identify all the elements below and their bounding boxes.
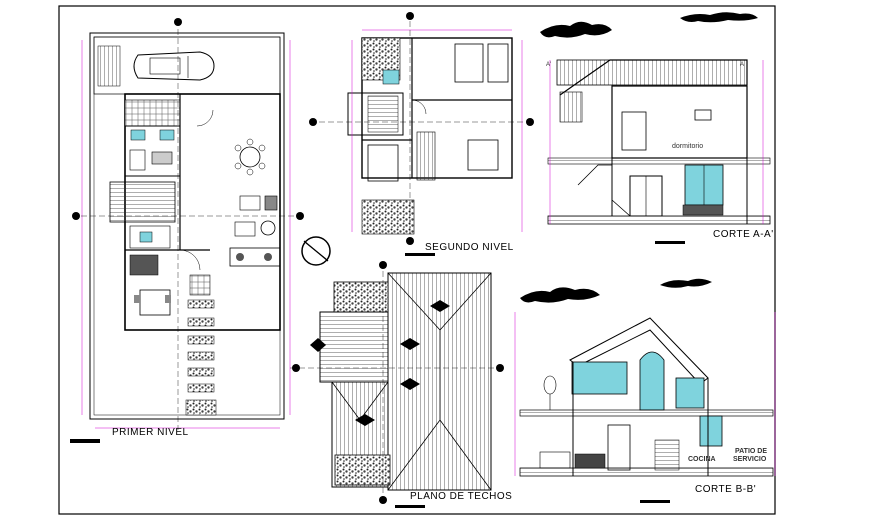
axis-marker-a: A	[740, 62, 745, 68]
car-icon	[133, 51, 215, 81]
title-corte-bb: CORTE B-B'	[695, 484, 757, 495]
title-segundo-nivel: SEGUNDO NIVEL	[425, 242, 514, 253]
title-corte-aa: CORTE A-A'	[713, 229, 774, 240]
segundo-nivel-plan	[309, 12, 535, 245]
north-arrow-icon	[301, 236, 331, 266]
label-dormitorio: dormitorio	[672, 143, 704, 150]
tree-icon	[543, 375, 557, 410]
title-primer-nivel: PRIMER NIVEL	[112, 427, 189, 438]
title-plano-techos: PLANO DE TECHOS	[410, 491, 513, 502]
axis-marker-a-prime: A'	[546, 62, 552, 68]
label-patio-servicio-2: SERVICIO	[733, 456, 767, 463]
corte-aa-section	[540, 12, 771, 225]
dining-table	[234, 138, 266, 176]
label-patio-servicio-1: PATIO DE	[735, 448, 768, 455]
corte-bb-section	[514, 278, 776, 477]
plano-techos	[290, 261, 505, 505]
label-cocina: COCINA	[688, 456, 716, 463]
cloud-icon	[540, 12, 758, 38]
stepping-stones	[185, 299, 217, 416]
sheet-border	[58, 5, 776, 515]
primer-nivel-plan	[72, 18, 331, 430]
